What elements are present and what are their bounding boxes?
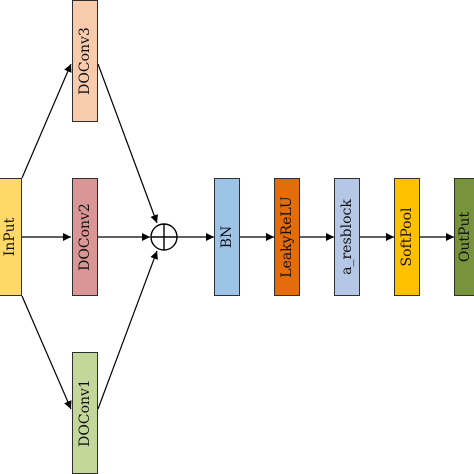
doconv2-node-label: DOConv2 [77,203,93,271]
input-node-label: InPut [2,217,18,257]
output-node: OutPut [454,178,474,296]
edge-doconv1-to-sum [97,250,158,410]
bn-node-label: BN [219,225,235,249]
doconv1-node: DOConv1 [72,352,98,474]
softpool-node: SoftPool [394,178,420,296]
leakyrelu-node-label: LeakyReLU [279,196,295,278]
softpool-node-label: SoftPool [399,207,415,267]
edge-input-to-doconv1 [21,295,72,410]
doconv3-node-label: DOConv3 [77,27,93,95]
bn-node: BN [214,178,240,296]
doconv1-node-label: DOConv1 [77,379,93,447]
doconv2-node: DOConv2 [72,178,98,296]
leakyrelu-node: LeakyReLU [274,178,300,296]
edge-input-to-doconv3 [21,63,72,179]
edge-doconv3-to-sum [97,63,158,224]
doconv3-node: DOConv3 [72,0,98,122]
output-node-label: OutPut [457,211,473,263]
a-resblock-node: a_resblock [334,178,360,296]
a-resblock-node-label: a_resblock [339,199,355,275]
sum-node [150,223,178,251]
input-node: InPut [0,178,22,296]
